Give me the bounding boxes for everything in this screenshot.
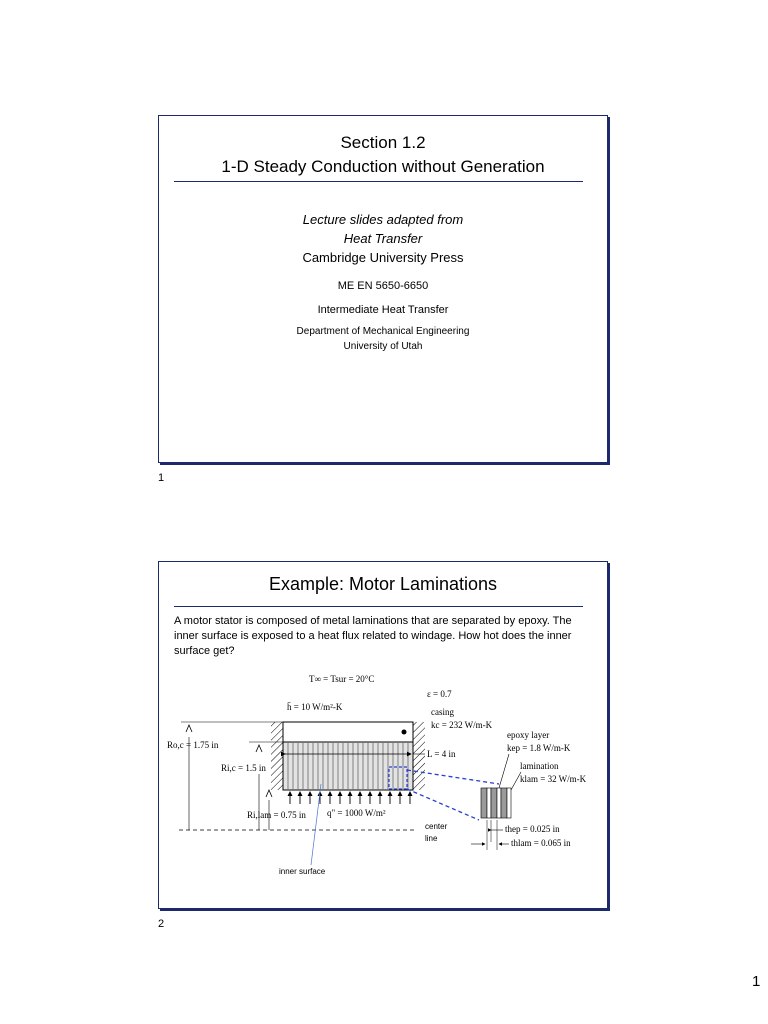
problem-statement: A motor stator is composed of metal lami…	[174, 615, 572, 657]
lamination-label: lamination	[520, 761, 559, 771]
course-code: ME EN 5650-6650	[337, 280, 429, 292]
outer-radius-arrow	[185, 723, 193, 733]
heat-flux-arrow	[387, 791, 393, 804]
slide-1-title-line-1: Section 1.2	[340, 133, 426, 152]
ambient-temperature-label: T∞ = Tsur = 20°C	[309, 674, 374, 684]
convection-coefficient-label: h̄ = 10 W/m²-K	[287, 702, 343, 712]
page-number: 1	[752, 973, 761, 990]
outer-radius-label: Ro,c = 1.75 in	[167, 740, 219, 750]
slide-1-title-line-2: 1-D Steady Conduction without Generation	[221, 157, 545, 176]
casing-label: casing	[431, 707, 454, 717]
inner-surface-leader	[310, 783, 322, 866]
university: University of Utah	[343, 341, 423, 352]
casing-conductivity-label: kc = 232 W/m-K	[431, 720, 493, 730]
zoom-line-top	[406, 769, 500, 785]
slide-1: Section 1.2 1-D Steady Conduction withou…	[158, 115, 608, 463]
slide-1-number: 1	[158, 472, 165, 484]
heat-flux-arrow	[397, 791, 403, 804]
detail-epoxy-1	[486, 787, 492, 819]
slide-1-title-rule	[174, 181, 583, 182]
adapted-line-1: Lecture slides adapted from	[302, 212, 464, 227]
detail-epoxy-2	[496, 787, 502, 819]
heat-flux-arrow	[327, 791, 333, 804]
center-line-label-2: line	[425, 834, 438, 843]
inner-casing-radius-label: Ri,c = 1.5 in	[221, 763, 266, 773]
department: Department of Mechanical Engineering	[296, 326, 470, 337]
publisher: Cambridge University Press	[302, 250, 464, 265]
lamination-radius-label: Ri,lam = 0.75 in	[247, 810, 306, 820]
heat-flux-label: q" = 1000 W/m²	[327, 808, 386, 818]
detail-lamination-1	[480, 787, 488, 819]
slide-2-title-rule	[174, 606, 583, 607]
detail-lamination-2	[490, 787, 498, 819]
motor-lamination-diagram: T∞ = Tsur = 20°C h̄ = 10 W/m²-K ε = 0.7 …	[167, 674, 587, 876]
heat-flux-arrow	[357, 791, 363, 804]
length-label: L = 4 in	[427, 749, 456, 759]
slide-2-title: Example: Motor Laminations	[268, 574, 498, 594]
heat-flux-arrow	[367, 791, 373, 804]
heat-flux-arrow	[347, 791, 353, 804]
epoxy-layer-label: epoxy layer	[507, 730, 549, 740]
zoom-line-bottom	[406, 788, 480, 821]
epoxy-conductivity-label: kep = 1.8 W/m-K	[507, 743, 571, 753]
lamination-thickness-label: thlam = 0.065 in	[511, 838, 571, 848]
lamination-radius-arrow	[265, 788, 273, 798]
detail-epoxy-3	[506, 787, 512, 819]
slide-2: Example: Motor Laminations A motor stato…	[158, 561, 608, 909]
center-line-label-1: center	[425, 822, 448, 831]
epoxy-thickness-label: thep = 0.025 in	[505, 824, 560, 834]
heat-flux-arrow	[307, 791, 313, 804]
adapted-line-2: Heat Transfer	[343, 231, 423, 246]
casing-block	[282, 721, 414, 743]
left-wall-hatch	[271, 722, 283, 790]
heat-flux-arrows	[287, 791, 413, 804]
lamination-leader	[510, 771, 522, 791]
right-wall-hatch	[413, 722, 425, 790]
lamination-lines	[287, 743, 409, 789]
casing-node	[401, 729, 407, 735]
heat-flux-arrow	[377, 791, 383, 804]
slide-2-number: 2	[158, 918, 165, 930]
inner-casing-arrow	[255, 743, 263, 753]
lamination-conductivity-label: klam = 32 W/m-K	[520, 774, 587, 784]
emissivity-label: ε = 0.7	[427, 689, 452, 699]
heat-flux-arrow	[297, 791, 303, 804]
epoxy-leader	[498, 753, 510, 789]
course-name: Intermediate Heat Transfer	[317, 304, 449, 316]
heat-flux-arrow	[337, 791, 343, 804]
heat-flux-arrow	[407, 791, 413, 804]
detail-lamination-3	[500, 787, 508, 819]
inner-surface-label: inner surface	[279, 867, 326, 876]
heat-flux-arrow	[287, 791, 293, 804]
